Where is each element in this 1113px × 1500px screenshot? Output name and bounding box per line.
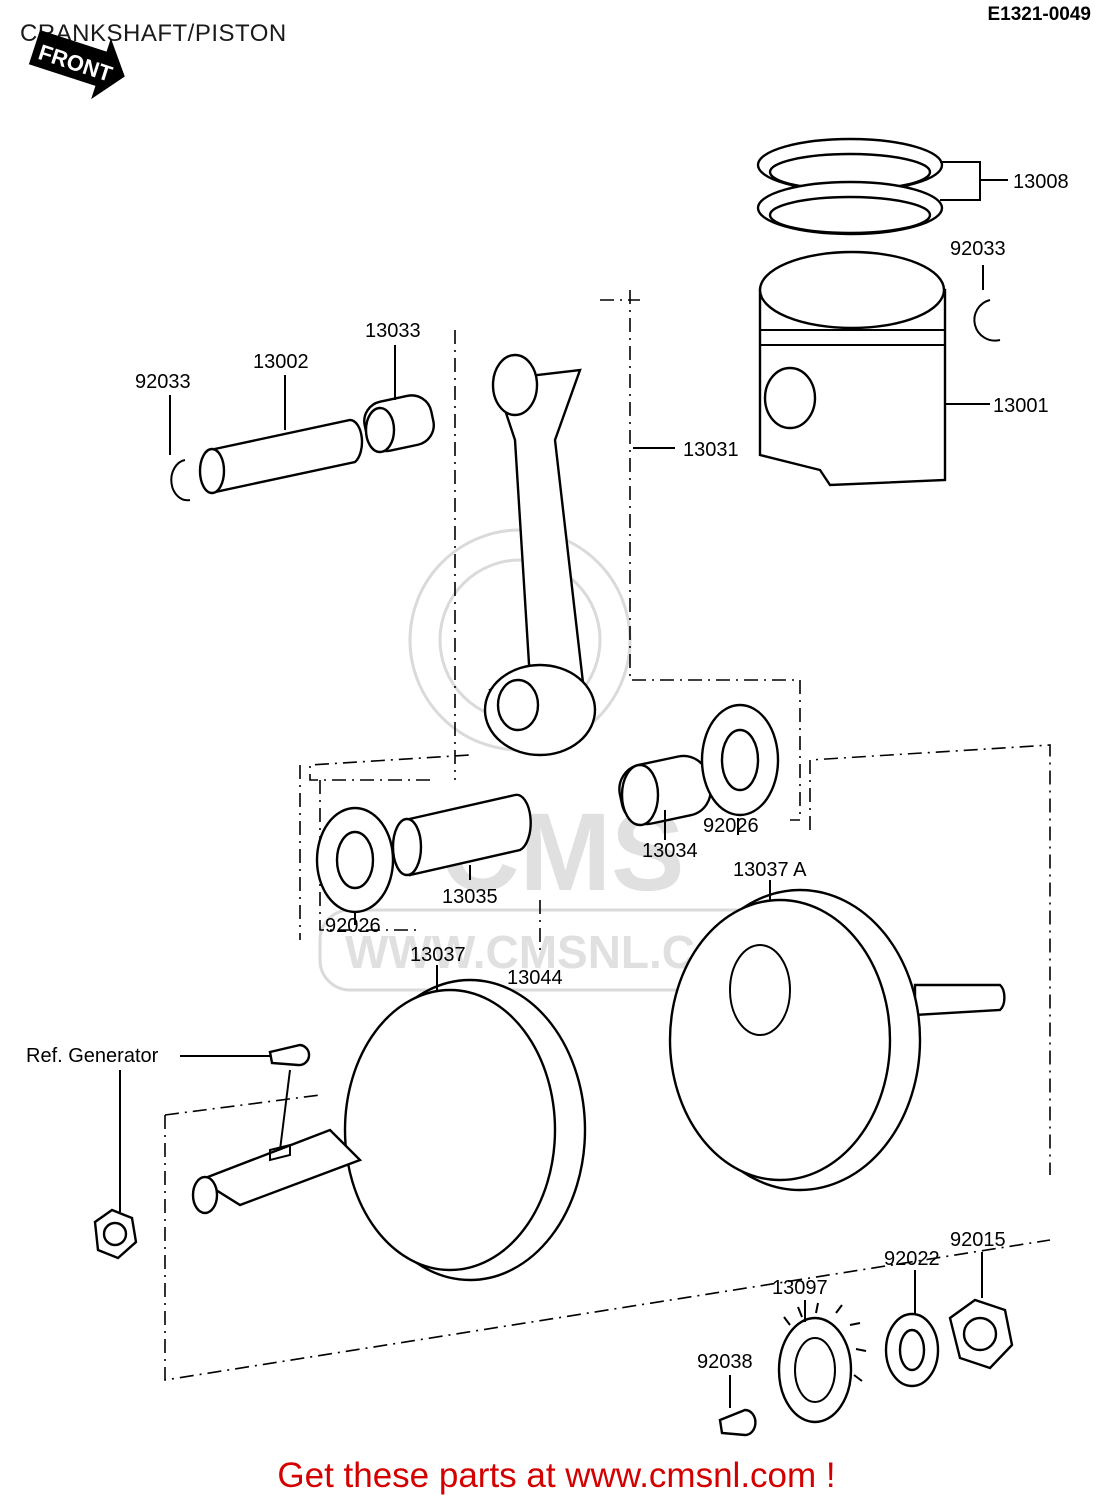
label-13034: 13034 [642,840,698,862]
crank-half-left [191,978,587,1282]
piston-pin [198,418,364,495]
label-13044: 13044 [507,967,563,989]
piston [758,250,947,487]
front-arrow-icon [28,30,125,100]
label-92026-left: 92026 [325,915,381,937]
label-13037A: 13037 A [733,859,807,881]
label-92022: 92022 [884,1248,940,1270]
leader-lines [119,161,1008,1408]
generator-nut [93,1208,138,1260]
crank-nut [948,1298,1014,1370]
label-92026-right: 92026 [703,815,759,837]
label-13097: 13097 [772,1277,828,1299]
label-13037: 13037 [410,944,466,966]
part-labels: 13008 92033 13001 13031 13033 13002 9203… [26,171,1069,1373]
lock-washer [884,1312,940,1388]
label-92015: 92015 [950,1229,1006,1251]
label-13035: 13035 [442,886,498,908]
label-13002: 13002 [253,351,309,373]
label-13033: 13033 [365,320,421,342]
big-end-bearing [618,754,712,827]
woodruff-key-top [268,1043,311,1067]
circlip-right [973,299,1001,342]
assembly-outlines [164,290,1051,1381]
label-13031: 13031 [683,439,739,461]
drive-gear [777,1302,867,1424]
label-92033-left: 92033 [135,371,191,393]
connecting-rod [483,353,597,757]
thrust-washer-right [700,703,780,817]
small-end-bearing [363,394,435,454]
woodruff-key-bottom [718,1408,757,1437]
label-ref-generator: Ref. Generator [26,1045,159,1067]
label-13001: 13001 [993,395,1049,417]
piston-rings [756,137,944,236]
crank-half-right [668,888,1006,1192]
footer-cta-link[interactable]: Get these parts at www.cmsnl.com ! [277,1456,836,1495]
diagram-code: E1321-0049 [987,4,1091,25]
crank-pin [391,793,532,877]
front-indicator: FRONT [28,30,125,100]
label-13008: 13008 [1013,171,1069,193]
circlip-left [170,459,191,502]
thrust-washer-left [315,806,395,914]
label-92033-right: 92033 [950,238,1006,260]
label-92038: 92038 [697,1351,753,1373]
